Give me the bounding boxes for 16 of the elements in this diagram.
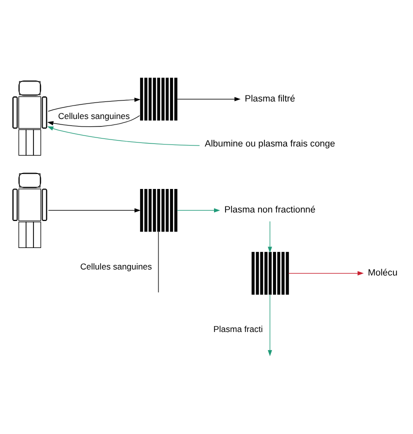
arrow — [46, 126, 200, 146]
node-text: Plasma non fractionné — [224, 204, 315, 214]
arrow — [47, 98, 140, 112]
node-text: Molécu — [367, 267, 397, 278]
arrow — [267, 221, 272, 253]
arrow — [46, 115, 140, 127]
node-text: Albumine ou plasma frais conge — [204, 138, 335, 148]
arrow — [176, 97, 240, 102]
arrow — [267, 294, 272, 356]
node-text: Plasma filtré — [244, 93, 295, 104]
edge-label: Cellules sanguines — [80, 261, 152, 272]
arrow — [176, 208, 220, 212]
arrow — [48, 208, 140, 212]
edge-label: Cellules sanguines — [58, 110, 130, 121]
edge-label: Plasma fracti — [212, 324, 262, 334]
arrow — [288, 271, 364, 276]
